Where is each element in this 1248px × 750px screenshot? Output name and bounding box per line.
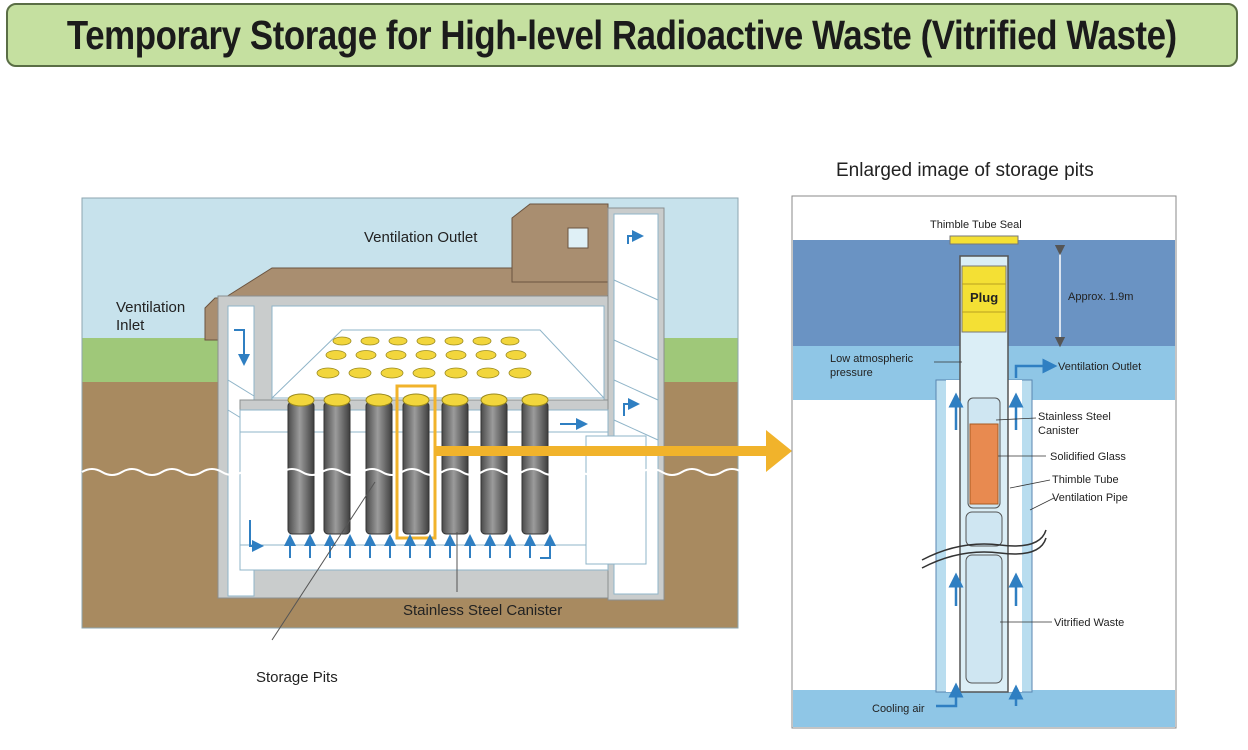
label-low-pressure-line1: Low atmospheric	[830, 353, 914, 365]
label-storage-pits: Storage Pits	[256, 669, 338, 686]
label-approx-depth: Approx. 1.9m	[1068, 291, 1133, 303]
ground-level-line	[81, 468, 743, 476]
label-thimble-tube: Thimble Tube	[1052, 474, 1119, 486]
outlet-chimney	[511, 203, 609, 283]
enlarge-arrow-head	[766, 430, 792, 472]
pit-lids	[316, 336, 532, 379]
label-thimble-tube-seal: Thimble Tube Seal	[930, 219, 1022, 231]
storage-pit-cylinder	[365, 393, 393, 535]
storage-pit-cylinder	[287, 393, 315, 535]
label-cooling-air: Cooling air	[872, 703, 925, 715]
highlighted-pit-frame	[395, 384, 437, 540]
storage-pit-cylinder	[323, 393, 351, 535]
enlarged-pit-diagram: Enlarged image of storage pits	[791, 160, 1177, 729]
label-solidified-glass: Solidified Glass	[1050, 451, 1126, 463]
label-canister-line1: Stainless Steel	[1038, 411, 1111, 423]
enlarged-heading: Enlarged image of storage pits	[836, 160, 1094, 181]
plug	[961, 265, 1007, 333]
label-ventilation-inlet-line1: Ventilation	[116, 299, 185, 316]
facility-diagram: Ventilation Outlet Ventilation Inlet Sta…	[81, 197, 792, 686]
storage-pit-cylinder	[521, 393, 549, 535]
storage-pit-cylinder	[441, 393, 469, 535]
airflow-arrows	[936, 358, 1058, 708]
storage-pit-cylinder	[480, 393, 508, 535]
label-stainless-steel-canister: Stainless Steel Canister	[403, 602, 562, 619]
thimble-tube-seal	[949, 235, 1019, 245]
title-banner: Temporary Storage for High-level Radioac…	[6, 3, 1238, 67]
cooling-air-arrows	[234, 230, 644, 559]
label-vitrified-waste: Vitrified Waste	[1054, 617, 1124, 629]
solidified-glass	[969, 423, 999, 505]
label-low-pressure-line2: pressure	[830, 367, 873, 379]
cooling-air-band	[793, 690, 1175, 727]
canister-cylinders	[287, 393, 549, 535]
enlarge-arrow-shaft	[435, 446, 769, 456]
label-right-ventilation-outlet: Ventilation Outlet	[1058, 361, 1141, 373]
label-canister-line2: Canister	[1038, 425, 1079, 437]
label-ventilation-pipe: Ventilation Pipe	[1052, 492, 1128, 504]
page-title: Temporary Storage for High-level Radioac…	[67, 11, 1177, 58]
label-ventilation-outlet: Ventilation Outlet	[364, 229, 478, 246]
label-plug: Plug	[970, 290, 998, 305]
storage-pit-cylinder	[402, 393, 430, 535]
label-ventilation-inlet-line2: Inlet	[116, 317, 145, 334]
vitrified-waste-canister	[965, 554, 1003, 684]
